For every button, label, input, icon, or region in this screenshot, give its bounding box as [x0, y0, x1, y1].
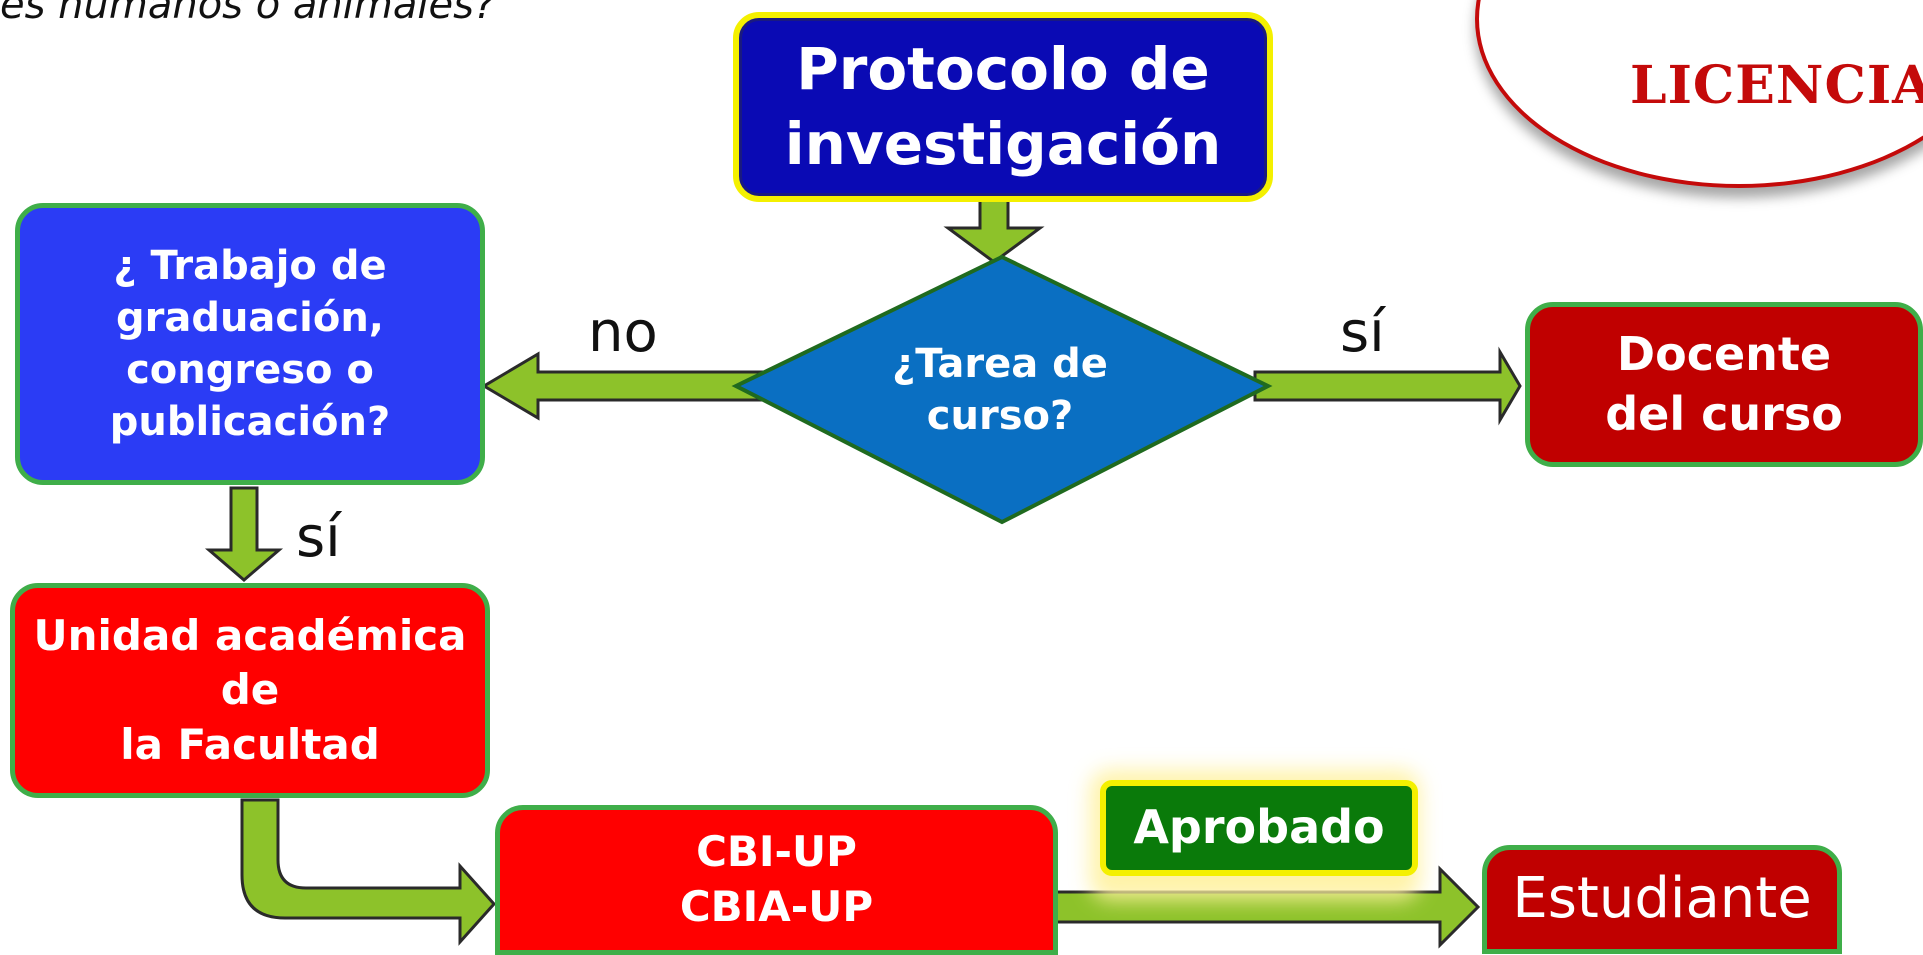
arrow-unidad-to-cbi	[240, 798, 497, 946]
edge-label-si-right: sí	[1340, 300, 1385, 365]
node-aprobado: Aprobado	[1100, 780, 1418, 876]
node-protocolo-de-investigacion: Protocolo de investigación	[733, 12, 1273, 202]
node-docente-del-curso: Docente del curso	[1525, 302, 1923, 467]
arrow-protocolo-to-tarea	[943, 198, 1045, 264]
decision-diamond	[731, 254, 1273, 525]
node-tarea-de-curso: ¿Tarea de curso?	[892, 341, 1108, 439]
node-unidad-academica: Unidad académica de la Facultad	[10, 583, 490, 798]
arrow-si-to-docente	[1253, 346, 1522, 426]
arrow-si-to-unidad	[204, 486, 284, 582]
node-trabajo-de-graduacion: ¿ Trabajo de graduación, congreso o publ…	[15, 203, 485, 485]
node-cbi-up: CBI-UP CBIA-UP	[495, 805, 1058, 955]
cut-question-text: es humanos o animales?	[0, 0, 496, 28]
edge-label-no: no	[588, 300, 658, 365]
arrow-no-to-trabajo	[481, 351, 764, 421]
edge-label-si-down: sí	[296, 505, 341, 570]
node-estudiante: Estudiante	[1482, 845, 1842, 954]
stamp-logo-text: LICENCIAT	[1630, 55, 1923, 116]
arrow-cbi-to-estudiante	[1053, 865, 1481, 949]
